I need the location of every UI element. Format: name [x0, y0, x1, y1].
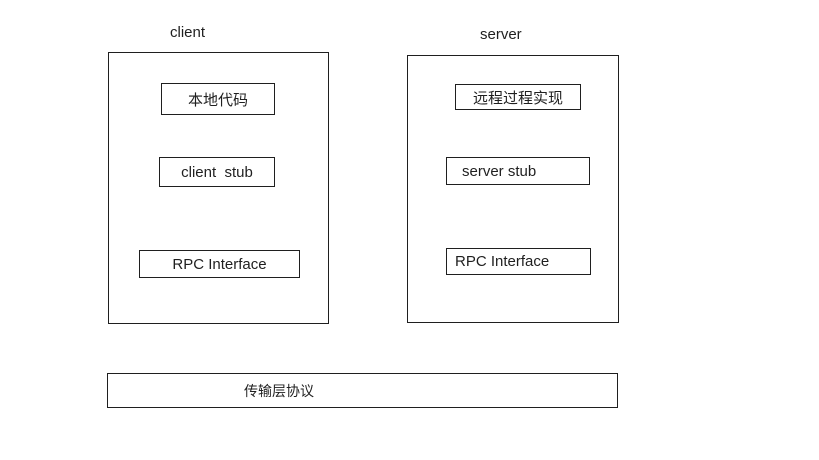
client-panel-title: client: [170, 24, 206, 41]
client-panel: 本地代码 client stub RPC Interface: [108, 52, 329, 324]
server-panel-title: server: [480, 26, 522, 43]
transport-layer-label: 传输层协议: [244, 382, 314, 399]
remote-procedure-impl-box: 远程过程实现: [455, 84, 581, 110]
client-stub-box: client stub: [159, 157, 275, 187]
transport-layer-box: 传输层协议: [107, 373, 618, 408]
server-panel: 远程过程实现 server stub RPC Interface: [407, 55, 619, 323]
server-stub-box: server stub: [446, 157, 590, 185]
client-rpc-interface-box: RPC Interface: [139, 250, 300, 278]
server-rpc-interface-box: RPC Interface: [446, 248, 591, 275]
local-code-box: 本地代码: [161, 83, 275, 115]
